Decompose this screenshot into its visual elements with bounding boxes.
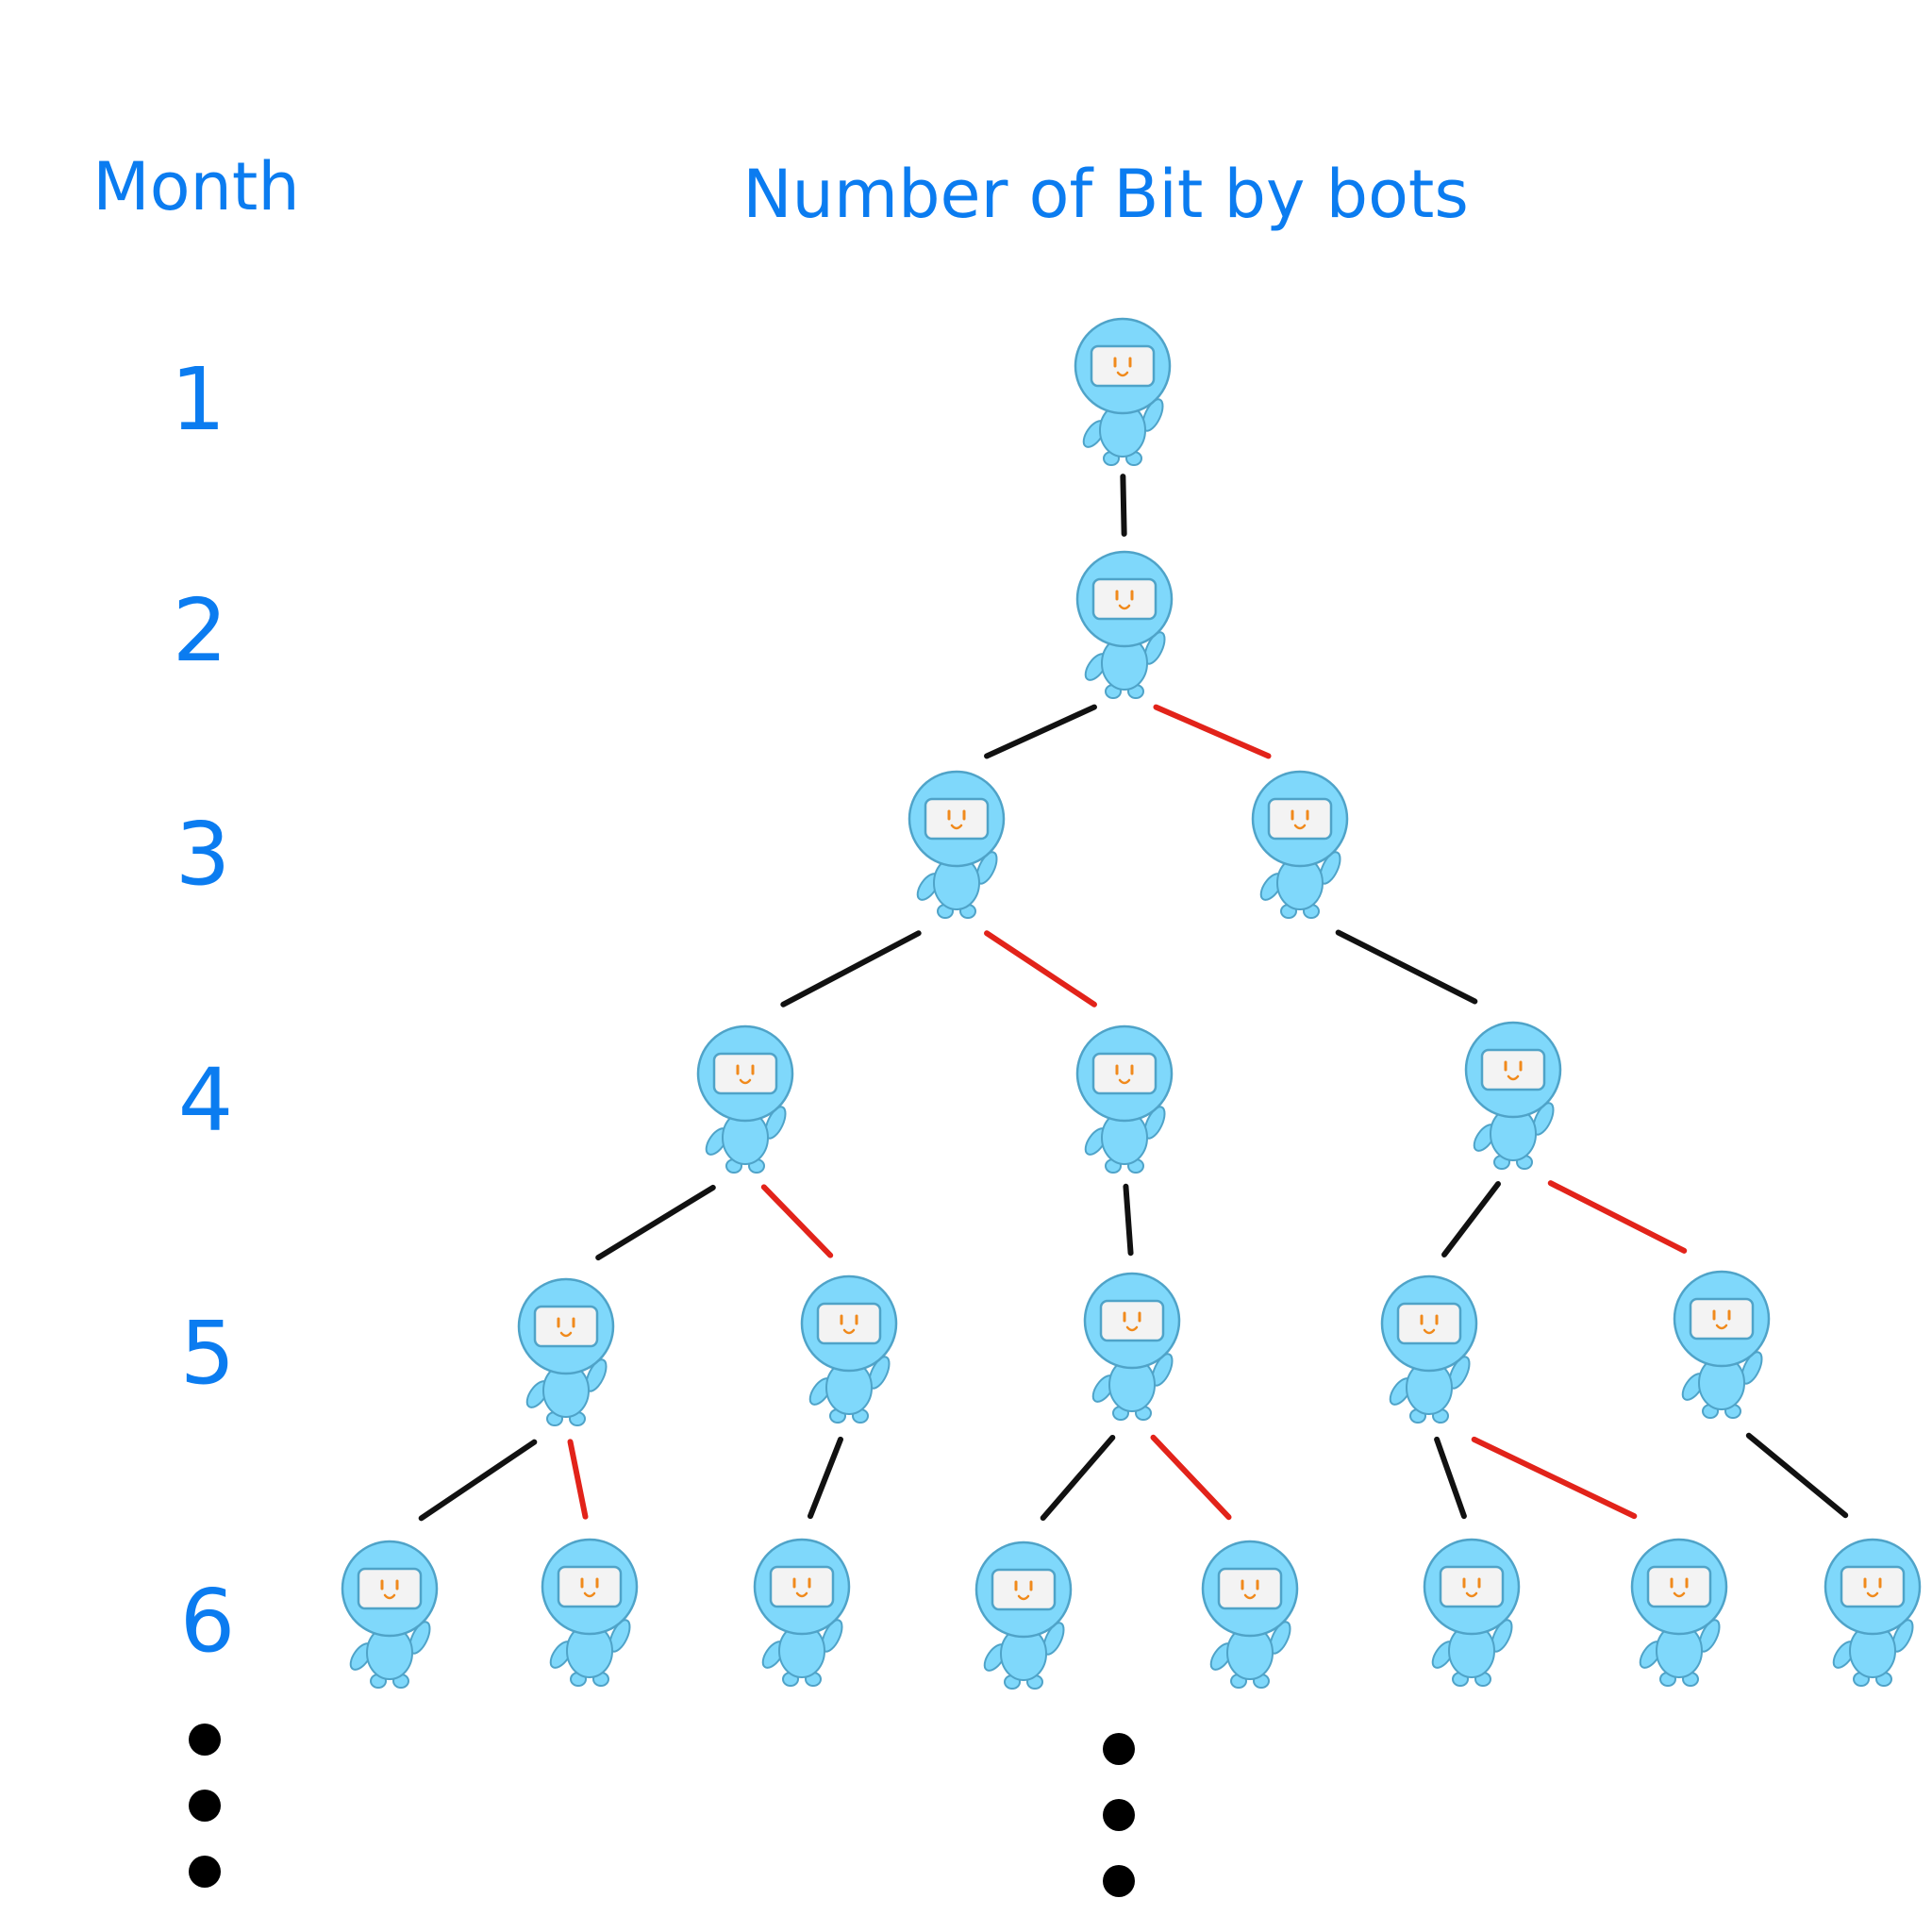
robot-icon-month-6-8 (1824, 1538, 1922, 1687)
same-bot-edge-13 (808, 1436, 843, 1520)
month-label-5: 5 (180, 1303, 236, 1404)
new-bot-edge-17 (1471, 1436, 1638, 1520)
same-bot-edge-8 (1123, 1183, 1134, 1257)
diagram-title: Number of Bit by bots (742, 156, 1469, 233)
month-continuation-dot-2 (189, 1790, 221, 1822)
robot-icon-month-5-2 (800, 1274, 898, 1424)
robot-icon-month-5-1 (517, 1277, 615, 1426)
robot-icon-month-1-1 (1074, 317, 1172, 466)
robot-icon-month-3-1 (908, 770, 1006, 919)
robot-icon-month-5-4 (1380, 1274, 1478, 1424)
tree-continuation-dot-2 (1103, 1799, 1135, 1831)
new-bot-edge-12 (567, 1439, 589, 1520)
robot-icon-month-6-2 (541, 1538, 639, 1687)
same-bot-edge-6 (595, 1184, 716, 1261)
new-bot-edge-2 (1153, 704, 1272, 759)
month-continuation-dot-1 (189, 1724, 221, 1756)
robot-icon-month-6-5 (1201, 1540, 1299, 1689)
month-label-3: 3 (175, 804, 231, 905)
month-label-1: 1 (171, 349, 226, 450)
same-bot-edge-14 (1040, 1434, 1116, 1522)
robot-icon-month-5-5 (1673, 1270, 1771, 1419)
robot-icon-month-6-4 (974, 1541, 1073, 1690)
same-bot-edge-18 (1745, 1432, 1849, 1519)
robot-icon-month-3-2 (1251, 770, 1349, 919)
edge-layer (418, 474, 1849, 1522)
same-bot-edge-16 (1434, 1436, 1467, 1520)
tree-continuation-dot-3 (1103, 1865, 1135, 1897)
same-bot-edge-1 (984, 704, 1097, 759)
robot-icon-month-6-3 (753, 1538, 851, 1687)
month-label-4: 4 (178, 1050, 234, 1151)
new-bot-edge-15 (1150, 1434, 1232, 1521)
month-continuation-dot-3 (189, 1856, 221, 1888)
tree-continuation-dot-1 (1103, 1733, 1135, 1765)
month-column-header: Month (92, 148, 299, 225)
robot-icon-month-6-6 (1423, 1538, 1521, 1687)
robot-icon-month-4-3 (1464, 1021, 1562, 1170)
bot-layer (341, 317, 1922, 1690)
continuation-dots (189, 1724, 1135, 1897)
month-label-2: 2 (173, 580, 228, 681)
new-bot-edge-7 (760, 1184, 834, 1258)
same-bot-edge-3 (780, 930, 922, 1008)
robot-icon-month-6-7 (1630, 1538, 1728, 1687)
robot-icon-month-4-1 (696, 1024, 794, 1174)
same-bot-edge-0 (1120, 474, 1127, 537)
same-bot-edge-9 (1441, 1181, 1501, 1257)
robot-icon-month-6-1 (341, 1540, 439, 1689)
month-label-6: 6 (180, 1571, 236, 1672)
new-bot-edge-4 (984, 930, 1097, 1008)
same-bot-edge-5 (1335, 929, 1478, 1005)
robot-icon-month-4-2 (1075, 1024, 1174, 1174)
robot-icon-month-5-3 (1083, 1272, 1181, 1421)
robot-icon-month-2-1 (1075, 550, 1174, 699)
month-labels: 1 2 3 4 5 6 (171, 349, 236, 1672)
same-bot-edge-11 (418, 1439, 538, 1522)
new-bot-edge-10 (1547, 1180, 1688, 1254)
